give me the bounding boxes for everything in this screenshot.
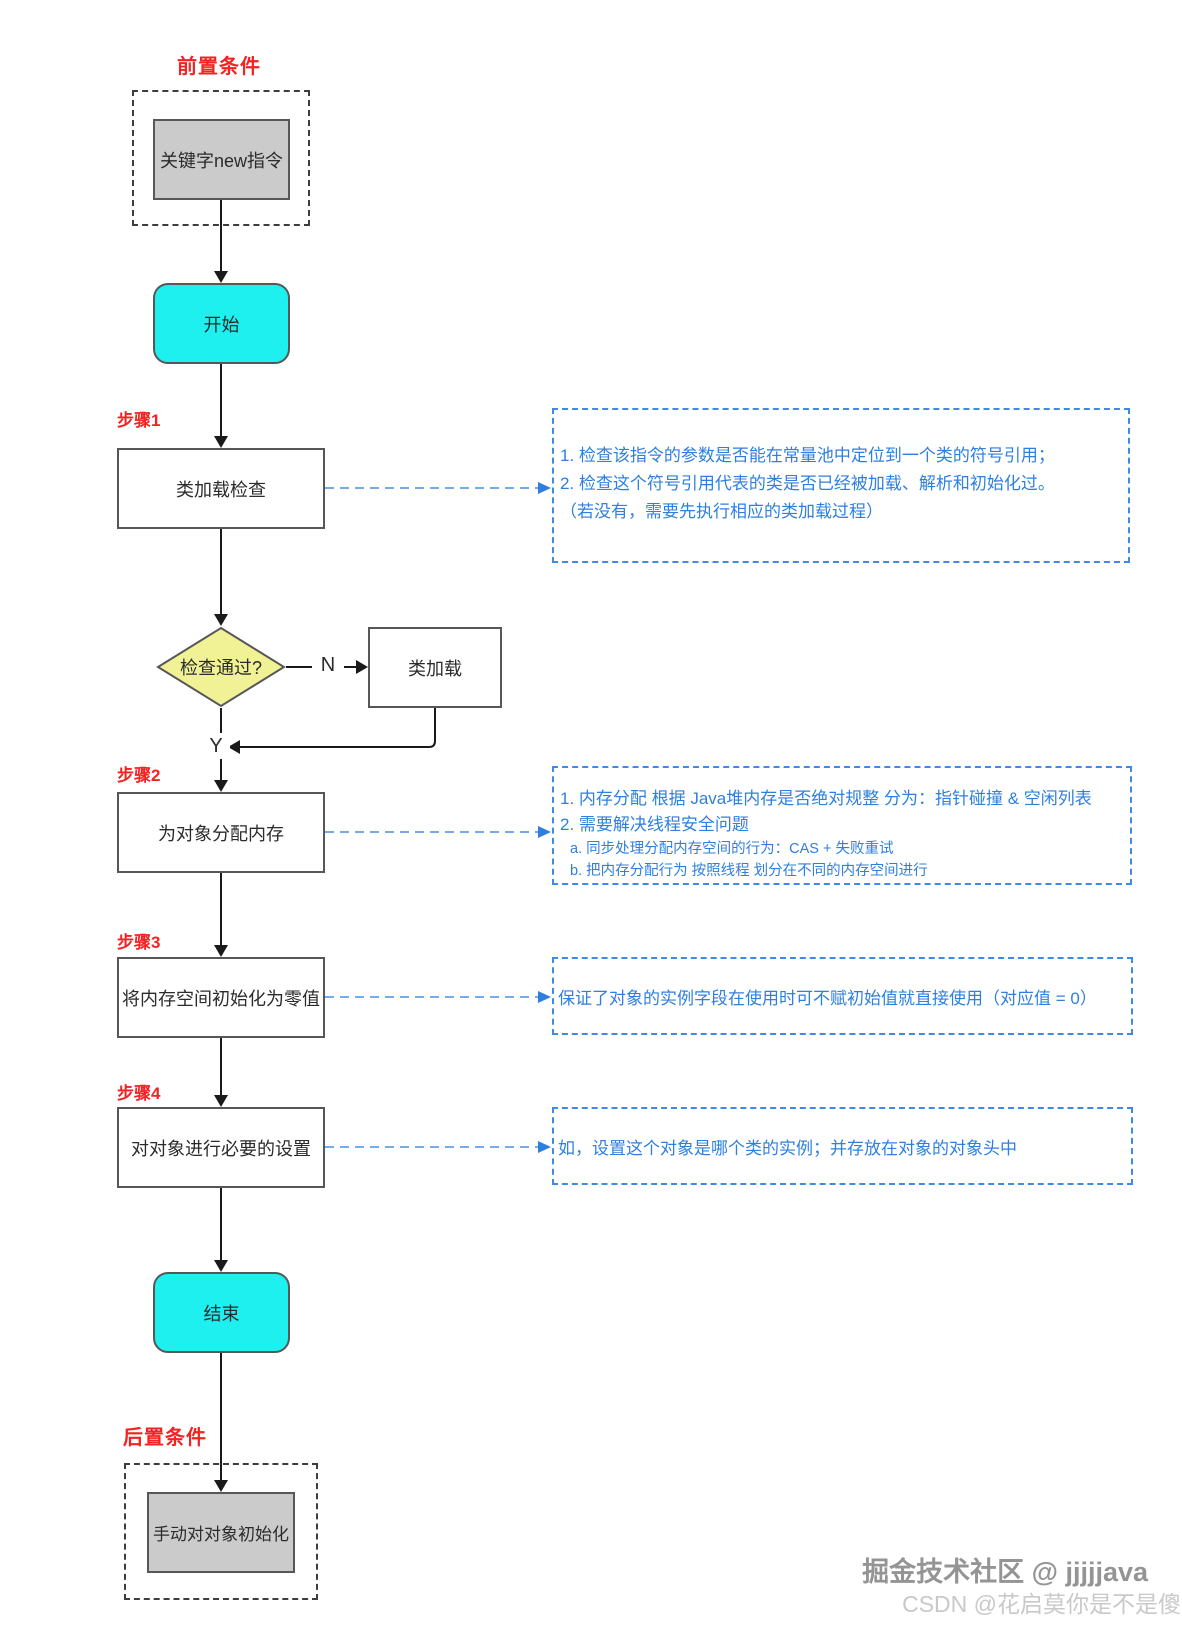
step2-label: 步骤2 [117,766,161,785]
note-line: 1. 检查该指令的参数是否能在常量池中定位到一个类的符号引用； [560,446,1055,465]
note-subline: a. 同步处理分配内存空间的行为：CAS + 失败重试 [570,841,894,857]
arrow-classload-return [240,708,436,748]
note-step2: 1. 内存分配 根据 Java堆内存是否绝对规整 分为：指针碰撞 & 空闲列表 … [552,766,1132,885]
watermark-csdn: CSDN @花启莫你是不是傻 [902,1591,1181,1617]
node-decision: 检查通过? [156,626,286,708]
node-zero-init: 将内存空间初始化为零值 [117,957,325,1038]
node-start: 开始 [153,283,290,364]
postcondition-label: 后置条件 [123,1427,207,1449]
note-step1: 1. 检查该指令的参数是否能在常量池中定位到一个类的符号引用； 2. 检查这个符… [552,408,1130,563]
black-arrowheads [214,271,368,1492]
branch-no-label: N [312,652,344,678]
note-subline: b. 把内存分配行为 按照线程 划分在不同的内存空间进行 [570,863,928,879]
step1-label: 步骤1 [117,411,161,430]
node-allocate-memory: 为对象分配内存 [117,792,325,873]
watermark: 掘金技术社区 @ jjjjjava CSDN @花启莫你是不是傻 [862,1556,1182,1619]
branch-yes-label: Y [202,733,230,759]
precondition-label: 前置条件 [177,56,261,78]
watermark-juejin: 掘金技术社区 @ jjjjjava [862,1557,1148,1587]
note-line: 2. 需要解决线程安全问题 [560,815,749,834]
note-line: 保证了对象的实例字段在使用时可不赋初始值就直接使用（对应值 = 0） [558,988,1097,1008]
node-class-load: 类加载 [368,627,502,708]
note-step3: 保证了对象的实例字段在使用时可不赋初始值就直接使用（对应值 = 0） [552,957,1133,1035]
step3-label: 步骤3 [117,933,161,952]
decision-text: 检查通过? [179,658,262,678]
step4-label: 步骤4 [117,1084,161,1103]
blue-arrowheads [538,482,551,1153]
node-class-load-check: 类加载检查 [117,448,325,529]
node-new-instruction: 关键字new指令 [153,119,290,200]
node-end: 结束 [153,1272,290,1353]
decision-diamond-shape [156,626,286,708]
note-line: 如，设置这个对象是哪个类的实例；并存放在对象的对象头中 [558,1138,1017,1158]
node-manual-init: 手动对对象初始化 [147,1492,295,1573]
note-line: 2. 检查这个符号引用代表的类是否已经被加载、解析和初始化过。 [560,474,1055,493]
note-step4: 如，设置这个对象是哪个类的实例；并存放在对象的对象头中 [552,1107,1133,1185]
note-connectors [325,487,538,1148]
node-necessary-setup: 对对象进行必要的设置 [117,1107,325,1188]
note-line: （若没有，需要先执行相应的类加载过程） [560,502,883,521]
note-line: 1. 内存分配 根据 Java堆内存是否绝对规整 分为：指针碰撞 & 空闲列表 [560,789,1092,808]
